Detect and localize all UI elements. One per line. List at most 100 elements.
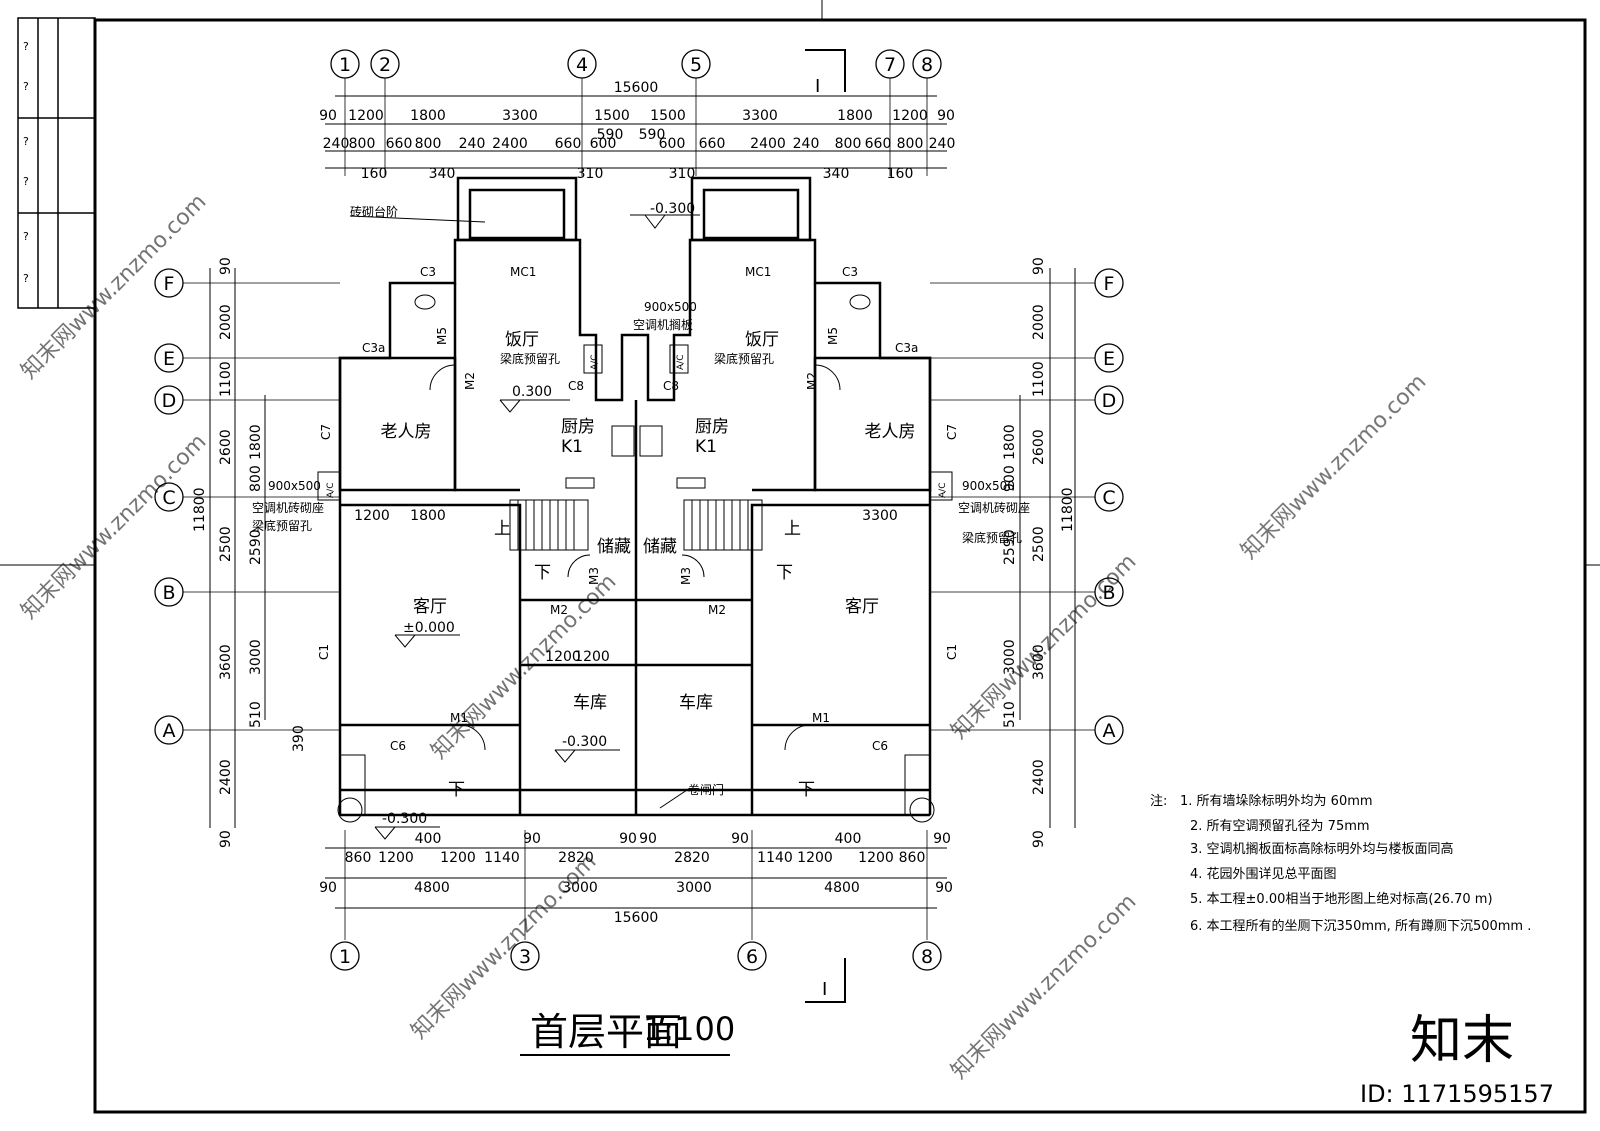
dim-text: 660: [555, 136, 582, 152]
dim-text: 90: [218, 830, 234, 848]
room-label-living: 客厅: [845, 597, 879, 617]
dim-text: 800: [897, 136, 924, 152]
room-label-kitchen: 厨房: [561, 417, 595, 437]
room-label-living: 客厅: [413, 597, 447, 617]
note-line: 6. 本工程所有的坐厕下沉350mm, 所有蹲厕下沉500mm .: [1190, 918, 1531, 934]
dim-text: 2820: [674, 850, 710, 866]
dim-text: 2500: [218, 526, 234, 562]
code-label: MC1: [745, 265, 771, 279]
watermark-text: 知末网www.znzmo.com: [947, 889, 1142, 1084]
code-label: M1: [812, 711, 830, 725]
code-label: C1: [945, 644, 959, 660]
dim-text: 340: [823, 166, 850, 182]
room-label-dining: 饭厅: [745, 330, 779, 350]
axis-label: 7: [884, 54, 896, 76]
label-ac-shelf: 空调机搁板: [633, 317, 693, 332]
axis-label: C: [1102, 487, 1115, 509]
label-ac: A/C: [326, 483, 336, 498]
dim-text: 4800: [414, 880, 450, 896]
dim-text: 1200: [348, 108, 384, 124]
label-brick-steps: 砖砌台阶: [350, 204, 398, 219]
code-label: C8: [663, 379, 679, 393]
dim-text: 1200: [440, 850, 476, 866]
dim-text: 1500: [650, 108, 686, 124]
dim-text: 3000: [1002, 639, 1018, 675]
room-label-storage: 储藏: [597, 537, 631, 557]
room-label-garage: 车库: [679, 693, 713, 713]
dim-text: 240: [323, 136, 350, 152]
dim-text: 800: [349, 136, 376, 152]
title-block-mark: ?: [23, 80, 29, 93]
dim-text: 800: [835, 136, 862, 152]
axis-label: D: [162, 390, 177, 412]
axis-label: A: [163, 720, 176, 742]
label-beam-hole: 梁底预留孔: [962, 530, 1022, 545]
title-block-mark: ?: [23, 135, 29, 148]
dim-text: 1200: [574, 649, 610, 665]
right-dimensions: 90 2000 1100 2600 2500 3600 2400 90 1180…: [1002, 257, 1076, 848]
dim-text: 310: [669, 166, 696, 182]
dim-text: 11800: [1060, 487, 1076, 532]
dim-text: 4800: [824, 880, 860, 896]
dim-text: 1100: [1031, 361, 1047, 397]
code-label: C3: [842, 265, 858, 279]
title-block-mark: ?: [23, 272, 29, 285]
opening-codes: C3 MC1 MC1 C3 C3a C3a M5 M5 M2 M2 C7 C7 …: [317, 265, 959, 753]
label-up: 上: [784, 519, 801, 539]
axis-label: E: [163, 348, 175, 370]
axis-label: D: [1102, 390, 1117, 412]
label-down: 下: [448, 780, 465, 800]
dim-text: 90: [619, 831, 637, 847]
watermark-text: 知末网www.znzmo.com: [947, 549, 1142, 744]
dim-text: 3000: [562, 880, 598, 896]
label-beam-hole: 梁底预留孔: [252, 518, 312, 533]
dim-text: 1800: [837, 108, 873, 124]
doors-fixtures: [317, 215, 953, 823]
watermark-brand: 知末: [1410, 1011, 1514, 1071]
dim-text: 11800: [192, 487, 208, 532]
dim-text: 160: [887, 166, 914, 182]
dim-text: 590: [597, 127, 624, 143]
dim-text: 240: [459, 136, 486, 152]
elevation-markers: [374, 214, 700, 840]
axis-label: 6: [746, 946, 758, 968]
left-dimensions: 90 2000 1100 2600 2500 3600 2400 90 1180…: [192, 257, 307, 848]
code-label: C8: [568, 379, 584, 393]
room-label-dining: 饭厅: [505, 330, 539, 350]
dim-text: 90: [935, 880, 953, 896]
axis-label: 5: [690, 54, 702, 76]
elev-garage: -0.300: [562, 734, 607, 750]
dim-text: 2590: [1002, 529, 1018, 565]
title-block: [17, 17, 96, 309]
note-line: 3. 空调机搁板面标高除标明外均与楼板面同高: [1190, 841, 1454, 857]
watermark-text: 知末网www.znzmo.com: [1237, 369, 1432, 564]
dim-text: 1800: [248, 424, 264, 460]
label-ac: A/C: [676, 355, 686, 370]
axis-label: 3: [519, 946, 531, 968]
room-label-storage: 储藏: [643, 537, 677, 557]
dim-overall-top: 15600: [614, 80, 659, 96]
general-notes: 注: 1. 所有墙垛除标明外均为 60mm 2. 所有空调预留孔径为 75mm …: [1150, 794, 1531, 934]
elev-dining: 0.300: [512, 384, 552, 400]
code-label: C1: [317, 644, 331, 660]
label-down: 下: [534, 563, 551, 583]
bottom-dimensions: 860 1200 400 1200 1140 90 2820 90 90 282…: [319, 831, 953, 926]
dim-text: 2600: [1031, 429, 1047, 465]
code-label: M2: [708, 603, 726, 617]
code-label: C3: [420, 265, 436, 279]
room-code-kitchen: K1: [561, 437, 583, 457]
room-label-kitchen: 厨房: [695, 417, 729, 437]
label-beam-hole: 梁底预留孔: [714, 351, 774, 366]
annotation-labels: 砖砌台阶 900x500 空调机搁板 梁底预留孔 梁底预留孔 900x500 空…: [252, 204, 1030, 800]
dim-text: 2000: [1031, 304, 1047, 340]
room-code-kitchen: K1: [695, 437, 717, 457]
axis-label: B: [162, 582, 175, 604]
dimension-lines: [209, 95, 1076, 909]
dim-text: 660: [386, 136, 413, 152]
dim-text: 1140: [757, 850, 793, 866]
dim-text: 1200: [892, 108, 928, 124]
drawing-title: 首层平面: [530, 1010, 682, 1054]
code-label: M2: [805, 372, 819, 390]
elev-porch: -0.300: [650, 201, 695, 217]
